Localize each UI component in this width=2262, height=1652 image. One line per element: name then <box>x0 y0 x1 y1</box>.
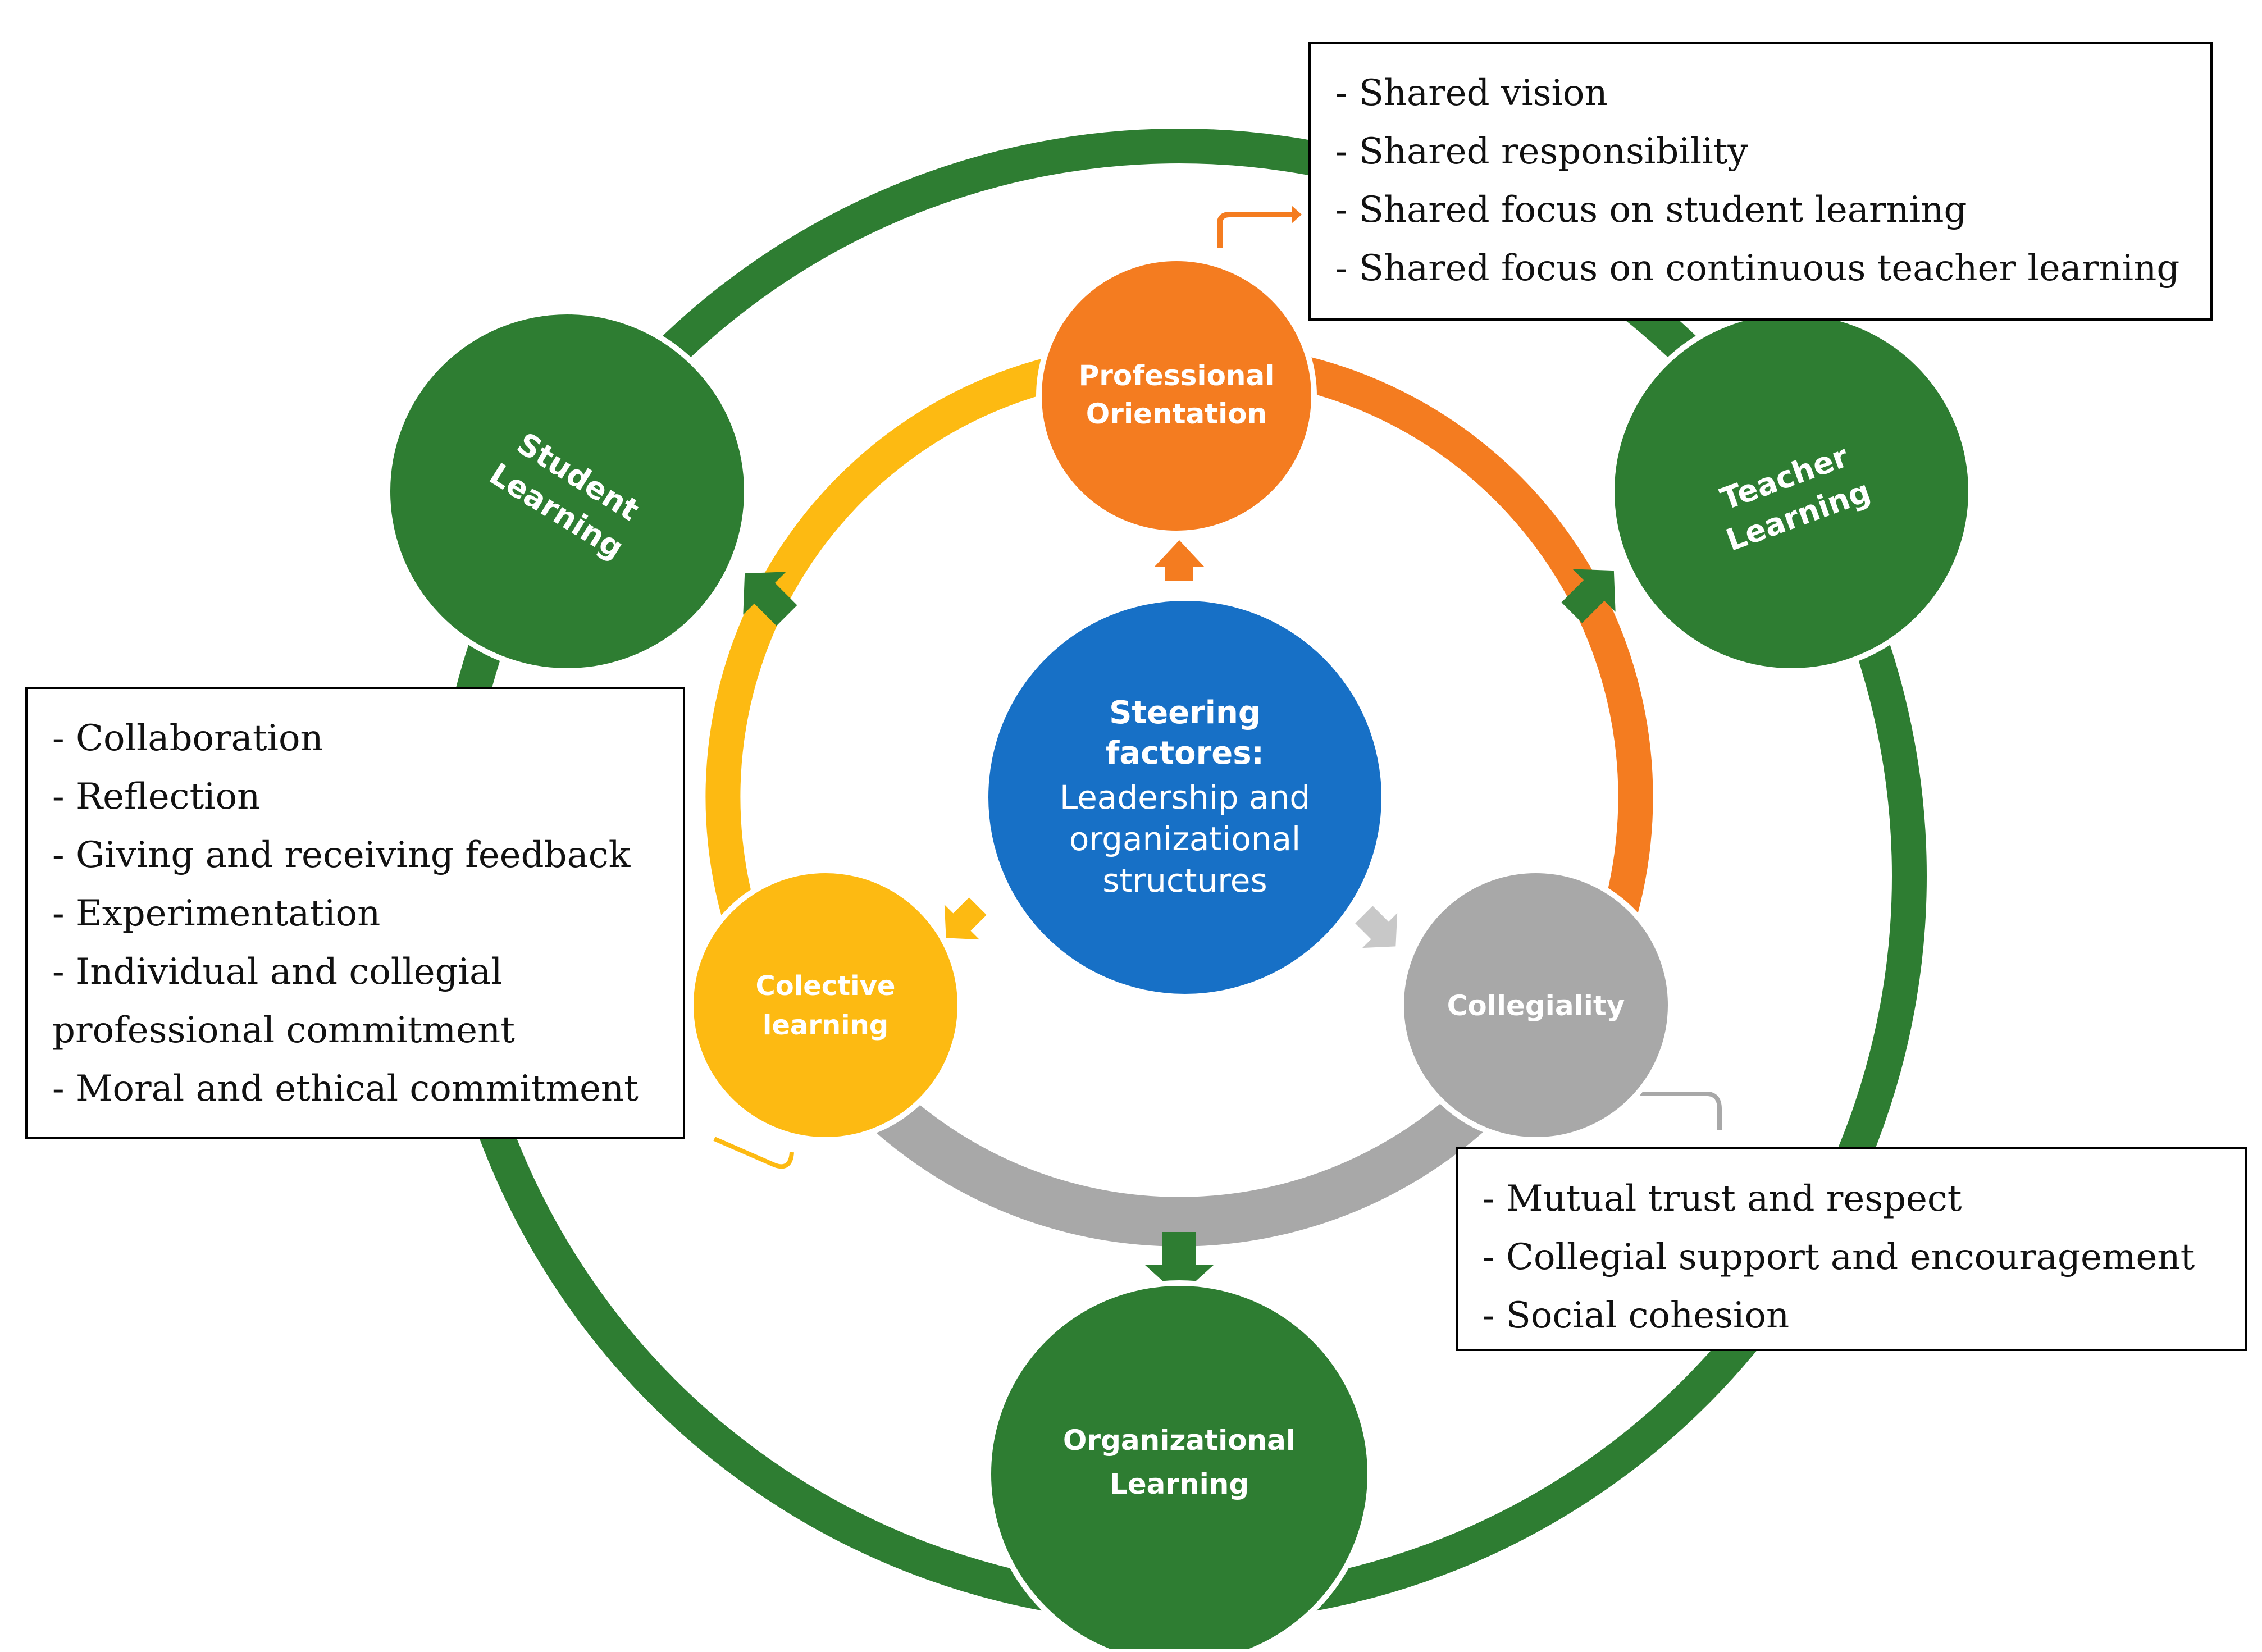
arrow-to-professional-orientation <box>1154 540 1205 581</box>
list-item: - Shared vision <box>1335 72 1608 114</box>
list-item: - Collegial support and encouragement <box>1483 1236 2195 1278</box>
collective-learning-line2: learning <box>763 1010 888 1041</box>
organizational-learning-line2: Learning <box>1110 1468 1249 1500</box>
connector-professional-orientation-arrowhead <box>1292 206 1302 223</box>
list-item: - Moral and ethical commitment <box>52 1068 639 1110</box>
arrow-to-collegiality <box>1355 906 1398 948</box>
organizational-learning-node <box>986 1280 1373 1652</box>
list-item: - Giving and receiving feedback <box>52 834 631 876</box>
list-item: - Shared focus on continuous teacher lea… <box>1335 248 2180 289</box>
connector-collective-learning <box>713 1137 794 1169</box>
professional-orientation-line1: Professional <box>1079 359 1275 392</box>
arrow-to-teacher-learning <box>1561 569 1616 623</box>
collegiality-node <box>1398 868 1673 1143</box>
collegiality-line1: Collegiality <box>1447 989 1625 1022</box>
student-learning-node <box>385 309 750 674</box>
collective-learning-list: - Collaboration - Reflection - Giving an… <box>52 709 658 1118</box>
list-item: professional commitment <box>52 1010 515 1051</box>
list-item: - Mutual trust and respect <box>1483 1178 1962 1220</box>
steering-factors-line1: Steering <box>1109 695 1261 731</box>
list-item: - Individual and collegial <box>52 951 503 993</box>
collective-learning-callout: - Collaboration - Reflection - Giving an… <box>25 687 685 1139</box>
list-item: - Collaboration <box>52 718 323 759</box>
professional-orientation-callout: - Shared vision - Shared responsibility … <box>1308 42 2213 321</box>
collegiality-list: - Mutual trust and respect - Collegial s… <box>1483 1170 2220 1345</box>
steering-factors-node <box>988 601 1381 994</box>
organizational-learning-line1: Organizational <box>1063 1424 1296 1457</box>
collegiality-callout: - Mutual trust and respect - Collegial s… <box>1456 1147 2247 1351</box>
connector-collegiality <box>1640 1092 1722 1130</box>
inner-ring-gray-segment <box>817 1040 1542 1247</box>
collective-learning-line1: Colective <box>756 970 896 1002</box>
list-item: - Shared focus on student learning <box>1335 189 1967 231</box>
list-item: - Shared responsibility <box>1335 131 1748 172</box>
steering-factors-line2: factores: <box>1106 735 1264 772</box>
steering-factors-line5: structures <box>1102 861 1267 900</box>
steering-factors-line4: organizational <box>1069 820 1301 858</box>
list-item: - Social cohesion <box>1483 1295 1790 1336</box>
collective-learning-node <box>688 868 963 1143</box>
professional-orientation-line2: Orientation <box>1086 398 1267 430</box>
connector-professional-orientation <box>1217 212 1292 248</box>
arrow-to-collective-learning <box>944 897 987 940</box>
list-item: - Experimentation <box>52 893 381 934</box>
arrow-to-student-learning <box>743 572 797 626</box>
professional-orientation-list: - Shared vision - Shared responsibility … <box>1335 64 2186 298</box>
professional-orientation-node <box>1036 255 1317 536</box>
arrow-to-organizational-learning <box>1144 1232 1214 1296</box>
steering-factors-line3: Leadership and <box>1060 778 1310 816</box>
list-item: - Reflection <box>52 776 261 818</box>
